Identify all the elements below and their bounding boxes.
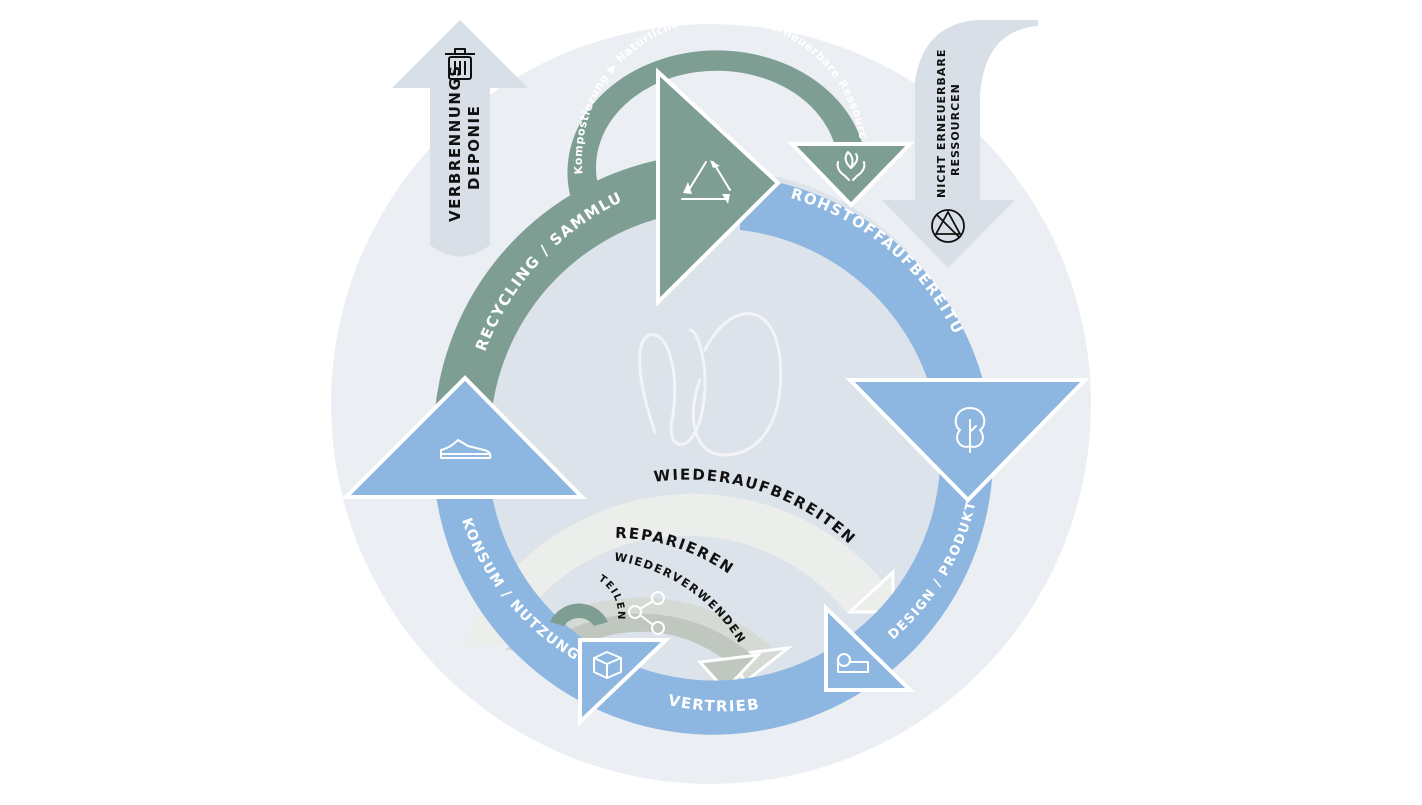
teilen-loop: [550, 603, 608, 626]
incineration-landfill-arrow: [392, 20, 528, 257]
renewable-resources-triangle: [787, 142, 915, 208]
hands-leaf-icon: [836, 151, 866, 181]
label-verbrennung-line1: VERBRENNUNGS: [446, 64, 464, 222]
inner-loop-wiederverwenden: [530, 613, 762, 693]
recycle-icon: [681, 160, 731, 204]
non-renewable-arrow: [882, 20, 1038, 268]
label-verbrennung-line2: DEPONIE: [465, 105, 483, 190]
sneaker-icon: [440, 439, 492, 459]
non-renewable-icon: [931, 209, 965, 243]
label-verbrennung-group: VERBRENNUNGS DEPONIE: [446, 64, 483, 222]
consumption-triangle: [341, 375, 587, 499]
label-nicht-erneuerbar-line2: RESSOURCEN: [949, 83, 962, 176]
inner-loop-wiederaufbereiten: [462, 493, 895, 648]
production-triangle: [845, 378, 1090, 503]
distribution-triangle: [824, 603, 915, 692]
share-icon: [628, 591, 665, 635]
tree-icon: [954, 407, 986, 453]
recycle-triangle: [656, 67, 781, 307]
trash-icon: [445, 48, 475, 80]
label-nicht-erneuerbar-line1: NICHT ERNEUERBARE: [935, 49, 948, 198]
box-icon: [593, 651, 622, 679]
logo-mark: [638, 312, 783, 457]
label-nicht-erneuerbar-group: NICHT ERNEUERBARE RESSOURCEN: [935, 49, 962, 198]
fabric-roll-icon: [837, 653, 869, 673]
natural-cycle-arch: [567, 50, 864, 195]
main-ring-green: [435, 158, 668, 410]
